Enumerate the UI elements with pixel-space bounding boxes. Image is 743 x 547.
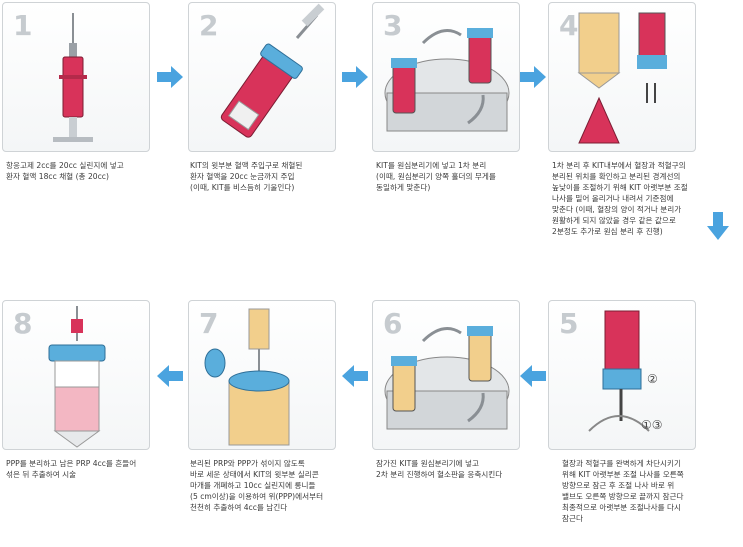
step-3-panel: 3 (372, 2, 520, 152)
step-number: 1 (13, 9, 33, 42)
marker-2: ② (647, 372, 658, 386)
valve-lock-illustration: ② ①③ (588, 310, 663, 432)
marker-1-3: ①③ (641, 418, 663, 432)
step-2-caption: KIT의 윗부분 혈액 주입구로 채혈된 환자 혈액을 20cc 눈금까지 주입… (190, 161, 303, 192)
arrow-right-icon (157, 66, 183, 88)
step-8-panel: 8 (2, 300, 150, 450)
step-4-caption: 1차 분리 후 KIT내부에서 혈장과 적혈구의 분리된 위치를 확인하고 분리… (552, 161, 688, 236)
step-number: 3 (383, 9, 403, 42)
step-number: 5 (559, 307, 579, 340)
step-number: 7 (199, 307, 219, 340)
step-5-panel: 5 ② ①③ (548, 300, 696, 450)
prp-kit-illustration (48, 306, 106, 448)
arrow-left-icon (157, 365, 183, 387)
arrow-right-icon (520, 66, 546, 88)
step-7-panel: 7 (188, 300, 336, 450)
step-5-caption: 혈장과 적혈구를 완벽하게 차단시키기 위해 KIT 아랫부분 조절 나사를 오… (562, 459, 684, 523)
step-2-panel: 2 (188, 2, 336, 152)
step-number: 4 (559, 9, 579, 42)
step-number: 2 (199, 9, 219, 42)
arrow-right-icon (342, 66, 368, 88)
centrifuge-illustration (384, 28, 510, 132)
step-6-caption: 잠가진 KIT를 원심분리기에 넣고 2차 분리 진행하여 혈소판을 응축시킨다 (376, 459, 503, 479)
step-1-panel: 1 (2, 2, 150, 152)
step-4-panel: 4 (548, 2, 696, 152)
step-6-panel: 6 (372, 300, 520, 450)
syringe-illustration (53, 13, 93, 142)
ppp-extraction-illustration (204, 308, 290, 446)
step-number: 8 (13, 307, 33, 340)
second-centrifuge-illustration (384, 326, 510, 430)
step-number: 6 (383, 307, 403, 340)
step-1-caption: 항응고제 2cc를 20cc 실린지에 넣고 환자 혈액 18cc 채혈 (총 … (6, 161, 124, 181)
kit-injection-illustration (220, 3, 325, 138)
separation-illustration (577, 12, 667, 144)
arrow-left-icon (342, 365, 368, 387)
arrow-left-icon (520, 365, 546, 387)
step-3-caption: KIT를 원심분리기에 넣고 1차 분리 (이때, 원심분리기 양쪽 홀더의 무… (376, 161, 496, 192)
step-8-caption: PPP를 분리하고 남은 PRP 4cc를 흔들어 섞은 뒤 추출하여 시술 (6, 459, 137, 479)
arrow-down-icon (707, 212, 729, 240)
step-7-caption: 분리된 PRP와 PPP가 섞이지 않도록 바로 세운 상태에서 KIT의 윗부… (190, 459, 324, 512)
